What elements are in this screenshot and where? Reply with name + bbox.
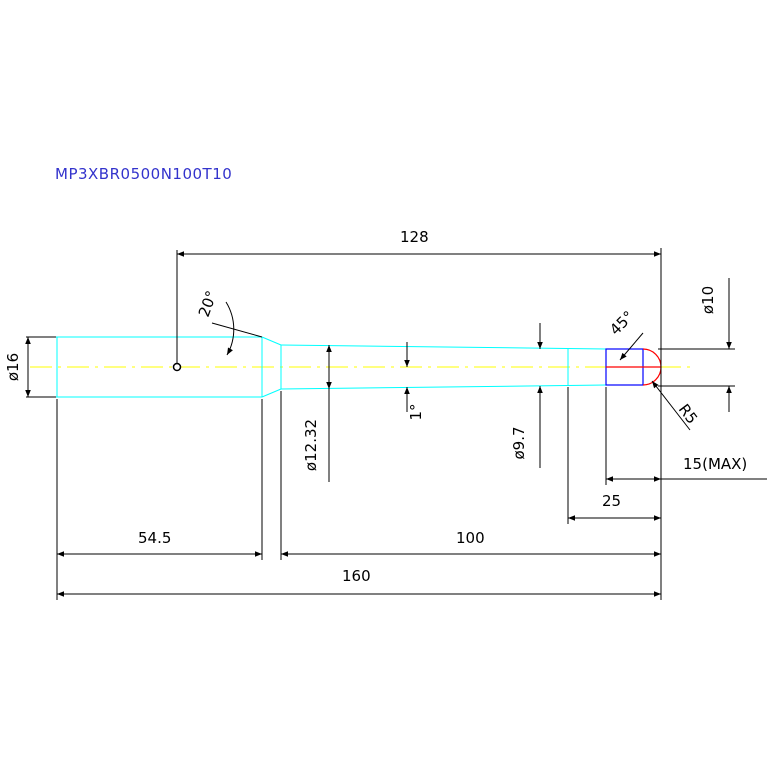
dim-taper-side: 1°	[404, 342, 425, 421]
dim-overall-length: 160	[57, 567, 661, 597]
dim-12-32-label: ø12.32	[302, 419, 320, 471]
dim-ball-diameter: ø10	[658, 278, 735, 412]
dim-tip-small-diameter: ø9.7	[510, 323, 543, 468]
dim-9-7-label: ø9.7	[510, 426, 528, 459]
dim-shank-diameter: ø16	[4, 336, 56, 398]
origin-point	[172, 362, 182, 372]
dim-neck-diameter: ø12.32	[302, 345, 332, 482]
dim-taper-angle: 20°	[195, 288, 263, 356]
dim-20deg-label: 20°	[195, 288, 221, 319]
dim-100-label: 100	[456, 529, 485, 547]
dim-1deg-label: 1°	[407, 403, 425, 420]
dim-16-label: ø16	[4, 353, 22, 381]
dim-25-label: 25	[602, 492, 621, 510]
dim-160-label: 160	[342, 567, 371, 585]
dim-45deg-label: 45°	[606, 307, 638, 339]
dim-10-label: ø10	[699, 286, 717, 314]
dim-shank-and-flute-length: 54.5 100	[56, 391, 661, 600]
ball-tip	[605, 348, 662, 386]
dim-ball-radius: R5	[651, 380, 701, 431]
dim-128-label: 128	[400, 228, 429, 246]
dim-54-5-label: 54.5	[138, 529, 171, 547]
dim-tip-section: 25	[567, 387, 661, 524]
part-number-title: MP3XBR0500N100T10	[55, 165, 232, 183]
dim-r5-label: R5	[675, 401, 701, 428]
tool-body-outline	[28, 336, 607, 398]
dim-overall-to-tip: 128	[176, 228, 662, 600]
dim-tip-length-max: 15(MAX)	[605, 387, 767, 485]
dim-15max-label: 15(MAX)	[683, 455, 747, 473]
dim-chamfer-angle: 45°	[606, 307, 644, 361]
